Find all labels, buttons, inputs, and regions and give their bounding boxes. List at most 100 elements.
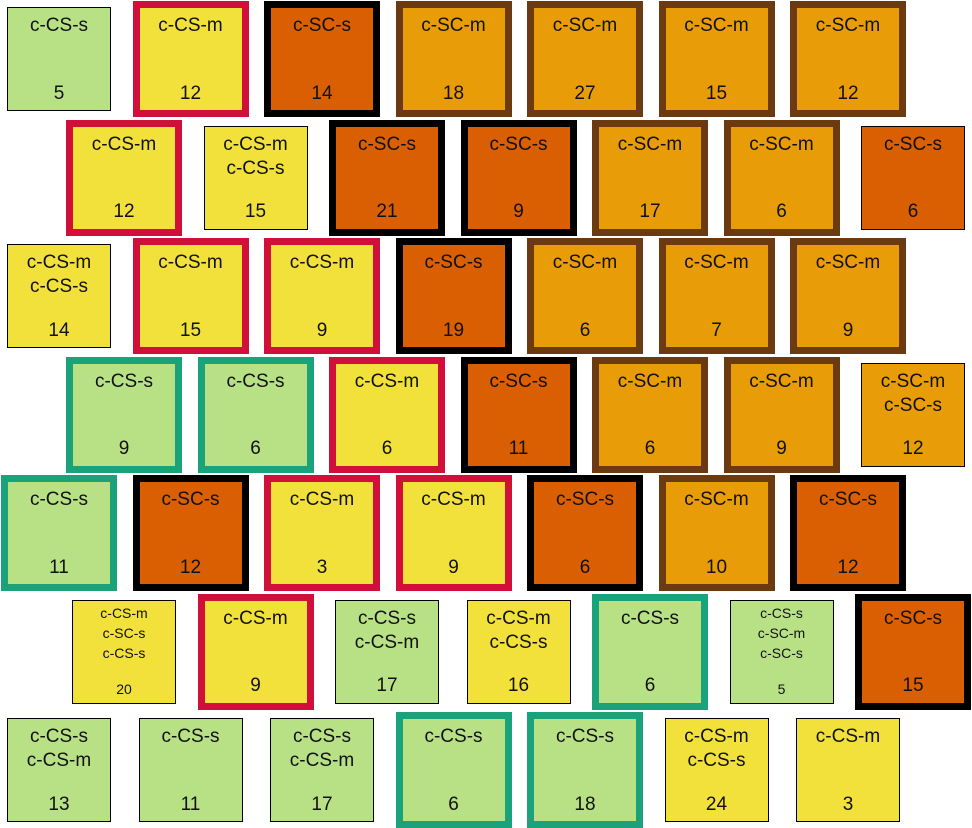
tile-label: c-SC-m [815, 15, 881, 36]
tile: c-CS-s 11 [138, 718, 243, 822]
tile-count: 6 [776, 201, 787, 223]
tile-labels: c-CS-s [161, 725, 219, 749]
tile-labels: c-CS-m [355, 370, 419, 394]
tile-count: 17 [311, 793, 333, 815]
tile-label: c-SC-s [883, 133, 943, 155]
tile-label: c-SC-m [880, 370, 946, 392]
tile-labels: c-CS-s [556, 725, 614, 749]
tile-labels: c-SC-s [884, 133, 942, 157]
tile-labels: c-CS-m [223, 607, 287, 631]
tile-label: c-SC-s [489, 370, 548, 392]
tile-labels: c-SC-s [161, 488, 219, 512]
tile-label: c-SC-s [424, 252, 483, 273]
tile-labels: c-CS-m [421, 488, 485, 512]
tile-labels: c-SC-s [293, 14, 351, 38]
tile-count: 18 [574, 793, 596, 815]
tile-label: c-SC-s [292, 15, 352, 36]
tile-labels: c-CS-m [158, 251, 222, 275]
tile-count: 6 [579, 319, 591, 341]
tile-count: 12 [179, 82, 202, 104]
tile-labels: c-CS-s [424, 725, 482, 749]
tile: c-SC-m 7 [658, 238, 775, 354]
tile: c-SC-s 6 [861, 125, 965, 230]
tile-label: c-CS-m [289, 252, 355, 273]
tile-label: c-CS-s [161, 726, 220, 747]
tile-label: c-CS-s [760, 604, 803, 621]
tile-labels: c-SC-s [424, 251, 482, 275]
tile-label: c-CS-m [91, 133, 157, 155]
tile-label: c-SC-m [684, 252, 749, 273]
tile-label: c-CS-s [226, 157, 285, 179]
tile-labels: c-SC-s [489, 133, 547, 157]
tile-count: 12 [837, 556, 859, 578]
tile-count: 12 [179, 556, 202, 578]
tile-label: c-SC-s [102, 624, 146, 641]
tile-label: c-CS-s [292, 726, 352, 747]
tile: c-SC-s 14 [264, 1, 380, 117]
tile-label: c-CS-s [29, 489, 89, 510]
tile-labels: c-SC-m [816, 251, 880, 275]
tile-count: 16 [507, 675, 530, 697]
tile-label: c-SC-s [760, 645, 803, 662]
tile-count: 6 [907, 201, 919, 223]
tile-labels: c-SC-m [421, 14, 485, 38]
tile-label: c-SC-s [883, 607, 943, 629]
tile-count: 6 [448, 793, 459, 815]
tile-count: 12 [113, 201, 135, 223]
tile-label: c-CS-m [421, 489, 486, 510]
tile: c-CS-m 9 [264, 238, 380, 354]
tile: c-CS-m 12 [132, 1, 249, 117]
tile-label: c-SC-s [357, 133, 417, 155]
tile: c-SC-m 10 [658, 475, 775, 591]
tile-count: 11 [180, 793, 201, 815]
tile-labels: c-SC-s [819, 488, 877, 512]
tile-count: 9 [842, 319, 854, 341]
tile-label: c-CS-s [29, 726, 89, 747]
tile-label: c-CS-s [29, 15, 89, 36]
tile-label: c-CS-m [26, 252, 92, 273]
tile-label: c-SC-s [818, 489, 878, 510]
tile-count: 5 [777, 680, 786, 697]
tile-labels: c-SC-m [684, 488, 748, 512]
tile-count: 9 [316, 319, 328, 341]
tile-count: 7 [711, 319, 722, 341]
tile-count: 14 [311, 82, 333, 104]
tile-count: 24 [705, 793, 728, 815]
tile-label: c-CS-s [555, 726, 615, 747]
tile-count: 6 [644, 675, 656, 697]
tile-label: c-CS-m [223, 133, 288, 155]
tile-labels: c-CS-m [158, 14, 222, 38]
tile-labels: c-CS-s [95, 370, 153, 394]
tile-label: c-CS-m [100, 604, 148, 621]
tile-label: c-CS-m [26, 750, 92, 772]
tile-count: 18 [442, 82, 465, 104]
tile-count: 6 [579, 556, 591, 578]
tile-label: c-SC-m [815, 252, 881, 273]
tile-labels: c-SC-m [684, 251, 748, 275]
tile-count: 10 [705, 556, 728, 578]
tile-count: 9 [250, 675, 261, 697]
tile-label: c-CS-m [354, 631, 420, 653]
tile: c-CS-m 12 [66, 119, 182, 236]
tile-labels: c-SC-m [553, 14, 617, 38]
